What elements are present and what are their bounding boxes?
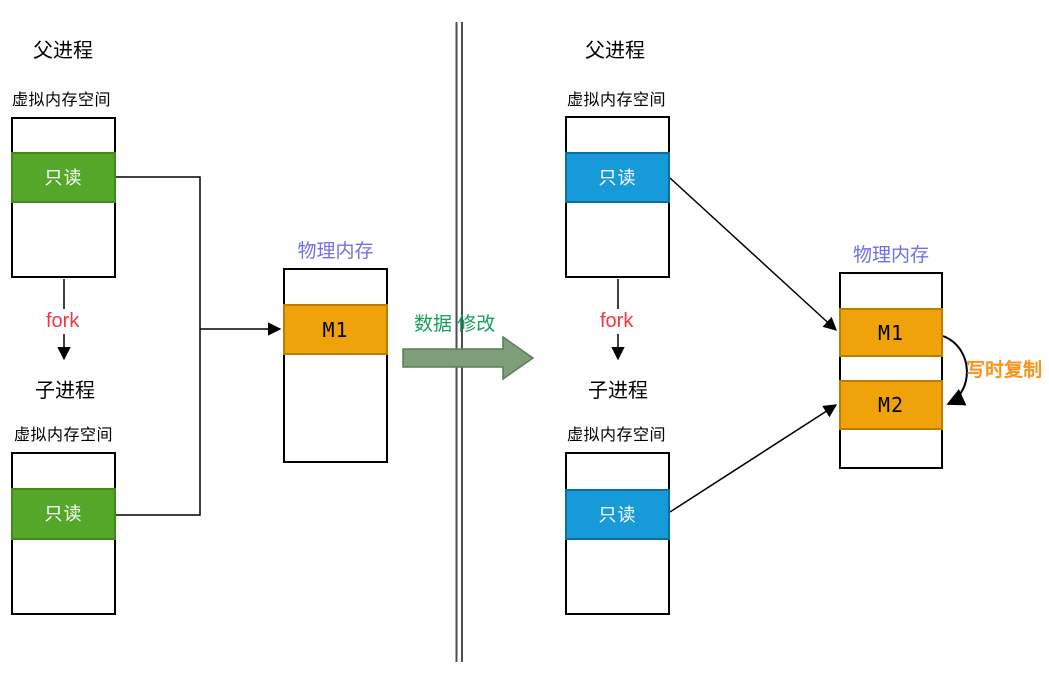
- data-modify-block-arrow: [402, 335, 535, 381]
- right-parent-to-m1-arrow: [669, 177, 837, 331]
- left-child-vm-box: 只读: [11, 452, 116, 615]
- data-modify-label: 数据 修改: [414, 314, 496, 335]
- left-parent-readonly-segment: 只读: [11, 152, 116, 203]
- right-fork-label: fork: [600, 310, 634, 332]
- right-m2-label: M2: [877, 393, 905, 417]
- right-m2-block: M2: [839, 380, 943, 430]
- right-parent-vm-box: 只读: [565, 116, 670, 278]
- left-parent-vm-box: 只读: [11, 117, 116, 278]
- left-physical-memory-box: M1: [283, 268, 388, 463]
- right-m1-label: M1: [877, 320, 905, 345]
- right-parent-readonly-segment: 只读: [565, 152, 670, 203]
- left-parent-process-title: 父进程: [33, 40, 93, 62]
- right-physical-memory-title: 物理内存: [852, 245, 929, 266]
- left-child-readonly-label: 只读: [44, 504, 83, 524]
- left-parent-readonly-label: 只读: [44, 167, 83, 188]
- left-child-vm-space-label: 虚拟内存空间: [14, 427, 114, 444]
- left-physical-memory-title: 物理内存: [297, 241, 374, 262]
- right-parent-process-title: 父进程: [585, 40, 645, 62]
- right-child-to-m2-arrow: [669, 404, 838, 513]
- right-child-readonly-label: 只读: [598, 504, 637, 525]
- cow-label: 写时复制: [966, 360, 1043, 381]
- left-parent-vm-space-label: 虚拟内存空间: [12, 92, 112, 109]
- right-parent-readonly-label: 只读: [598, 167, 637, 188]
- left-m1-block: M1: [283, 304, 388, 355]
- right-m1-block: M1: [839, 308, 943, 357]
- left-child-readonly-segment: 只读: [11, 488, 116, 540]
- left-fork-label: fork: [46, 310, 80, 332]
- left-shared-mapping-connector: [116, 176, 201, 516]
- right-child-process-title: 子进程: [588, 380, 648, 402]
- left-child-process-title: 子进程: [35, 380, 95, 402]
- left-m1-label: M1: [322, 317, 349, 342]
- right-parent-vm-space-label: 虚拟内存空间: [567, 92, 667, 109]
- right-physical-memory-box: M1 M2: [839, 272, 943, 469]
- cow-curved-arrow: [942, 335, 968, 406]
- right-child-vm-space-label: 虚拟内存空间: [567, 427, 667, 444]
- right-child-vm-box: 只读: [565, 452, 670, 615]
- right-child-readonly-segment: 只读: [565, 489, 670, 540]
